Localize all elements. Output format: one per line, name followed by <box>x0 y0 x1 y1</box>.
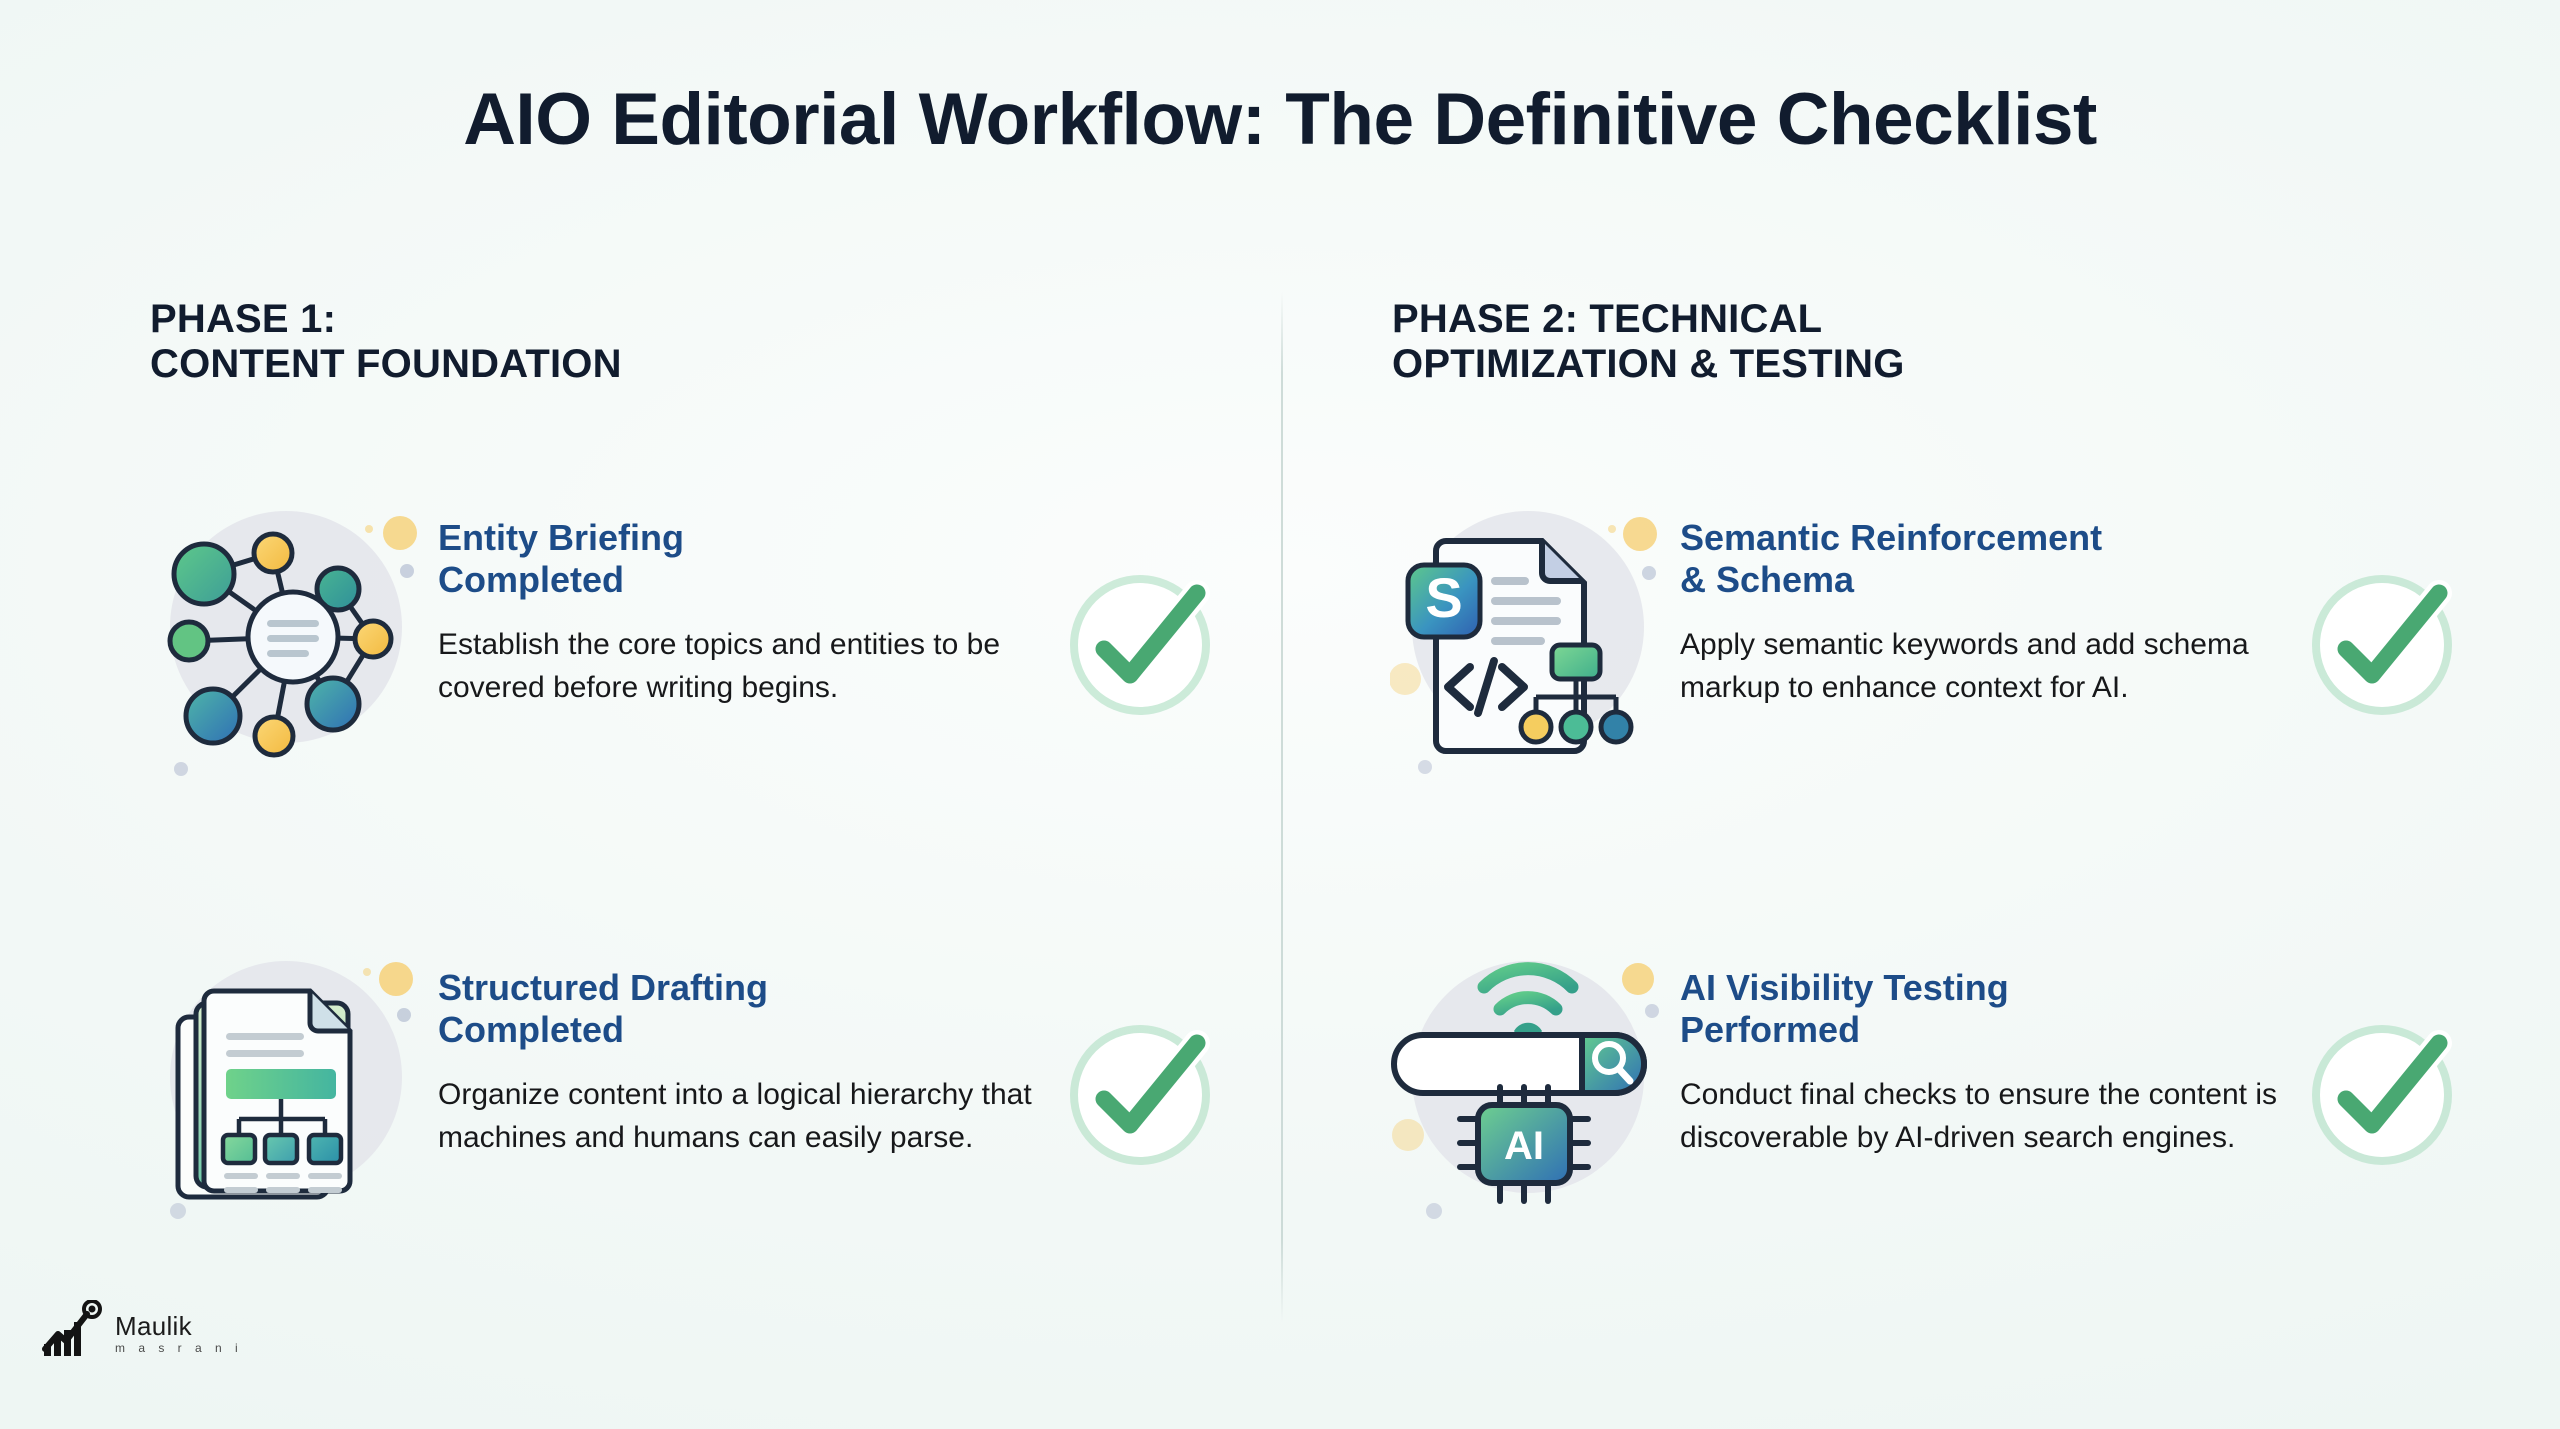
stacked-documents-hierarchy-icon <box>148 939 438 1229</box>
card-title-line2: Completed <box>438 559 625 601</box>
checklist-item-semantic-reinforcement[interactable]: S <box>1390 495 2520 787</box>
status-badge <box>1038 1007 1248 1237</box>
green-check-icon <box>1070 1025 1210 1165</box>
logo-text: Maulik m a s r a n i <box>115 1313 243 1358</box>
status-badge <box>1038 557 1248 787</box>
ai-chip-label: AI <box>1504 1124 1544 1168</box>
schema-badge-letter: S <box>1425 566 1462 629</box>
card-title-line1: Structured Drafting <box>438 967 769 1008</box>
checklist-item-entity-briefing[interactable]: Entity Briefing Completed Establish the … <box>148 495 1278 787</box>
schema-document-glyph: S <box>1390 517 1657 774</box>
schema-document-code-icon: S <box>1390 489 1680 779</box>
phase-1-heading: PHASE 1: CONTENT FOUNDATION <box>150 297 622 387</box>
checklist-item-ai-visibility-testing[interactable]: AI AI Visibility Testing Performed Condu… <box>1390 945 2520 1237</box>
card-description: Apply semantic keywords and add schema m… <box>1680 627 2249 704</box>
phase-1-heading-line2: CONTENT FOUNDATION <box>150 341 622 386</box>
card-title: AI Visibility Testing Performed <box>1680 967 2280 1052</box>
green-check-icon <box>2312 1025 2452 1165</box>
green-check-icon <box>1070 575 1210 715</box>
card-description: Organize content into a logical hierarch… <box>438 1077 1032 1154</box>
card-title: Structured Drafting Completed <box>438 967 1038 1052</box>
phase-2-heading-line2: OPTIMIZATION & TESTING <box>1392 341 1905 386</box>
ai-search-chip-icon: AI <box>1390 939 1680 1229</box>
brand-logo[interactable]: Maulik m a s r a n i <box>42 1300 243 1358</box>
card-title: Semantic Reinforcement & Schema <box>1680 517 2280 602</box>
status-badge <box>2280 1007 2490 1237</box>
card-title-line1: Entity Briefing <box>438 517 685 558</box>
column-divider <box>1281 292 1283 1322</box>
knowledge-graph-glyph <box>167 516 417 776</box>
phase-2-heading-line1: PHASE 2: TECHNICAL <box>1392 297 1823 341</box>
card-title-line2: Completed <box>438 1009 625 1051</box>
card-title-line2: & Schema <box>1680 559 1855 601</box>
card-description: Conduct final checks to ensure the conte… <box>1680 1077 2278 1154</box>
phase-2-heading: PHASE 2: TECHNICAL OPTIMIZATION & TESTIN… <box>1392 297 1905 387</box>
card-title-line2: Performed <box>1680 1009 1861 1051</box>
checklist-item-structured-drafting[interactable]: Structured Drafting Completed Organize c… <box>148 945 1278 1237</box>
logo-name: Maulik <box>115 1311 192 1341</box>
card-description: Establish the core topics and entities t… <box>438 627 1001 704</box>
stacked-documents-glyph <box>170 962 413 1219</box>
knowledge-graph-icon <box>148 489 438 779</box>
card-text: Semantic Reinforcement & Schema Apply se… <box>1680 495 2280 709</box>
green-check-icon <box>2312 575 2452 715</box>
card-text: Structured Drafting Completed Organize c… <box>438 945 1038 1159</box>
ai-search-glyph: AI <box>1391 962 1659 1219</box>
card-title: Entity Briefing Completed <box>438 517 1038 602</box>
card-title-line1: AI Visibility Testing <box>1680 967 2009 1008</box>
status-badge <box>2280 557 2490 787</box>
page-title: AIO Editorial Workflow: The Definitive C… <box>463 79 2097 160</box>
growth-chart-magnifier-icon <box>42 1300 102 1356</box>
card-text: AI Visibility Testing Performed Conduct … <box>1680 945 2280 1159</box>
phase-1-heading-line1: PHASE 1: <box>150 297 337 341</box>
logo-subtitle: m a s r a n i <box>115 1341 243 1355</box>
card-title-line1: Semantic Reinforcement <box>1680 517 2103 558</box>
card-text: Entity Briefing Completed Establish the … <box>438 495 1038 709</box>
